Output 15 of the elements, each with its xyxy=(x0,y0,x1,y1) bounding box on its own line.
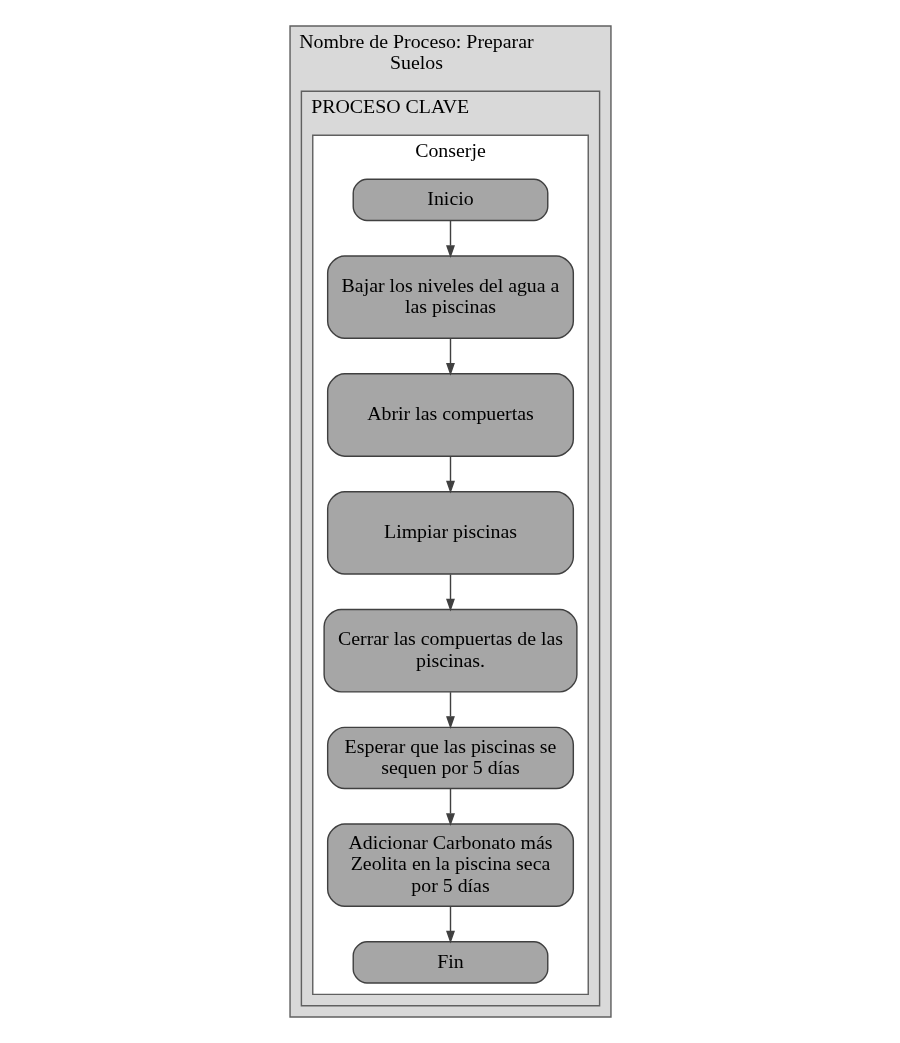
arrow xyxy=(445,573,455,612)
arrow xyxy=(445,691,455,729)
node-box: Bajar los niveles del agua a las piscinas xyxy=(326,255,574,340)
node-box: Cerrar las compuertas de las piscinas. xyxy=(322,608,578,693)
arrow xyxy=(445,220,455,259)
node-box: Inicio xyxy=(352,178,548,222)
node-box: Adicionar Carbonato más Zeolita en la piscina seca por 5 días xyxy=(326,823,574,908)
node-box: Fin xyxy=(352,941,548,984)
node-box: Limpiar piscinas xyxy=(326,490,574,575)
node-box: Esperar que las piscinas se sequen por 5 días xyxy=(326,726,574,790)
arrow xyxy=(445,338,455,376)
arrow xyxy=(445,905,455,944)
arrow xyxy=(445,788,455,826)
node-box: Abrir las compuertas xyxy=(326,373,574,457)
arrow xyxy=(445,455,455,494)
